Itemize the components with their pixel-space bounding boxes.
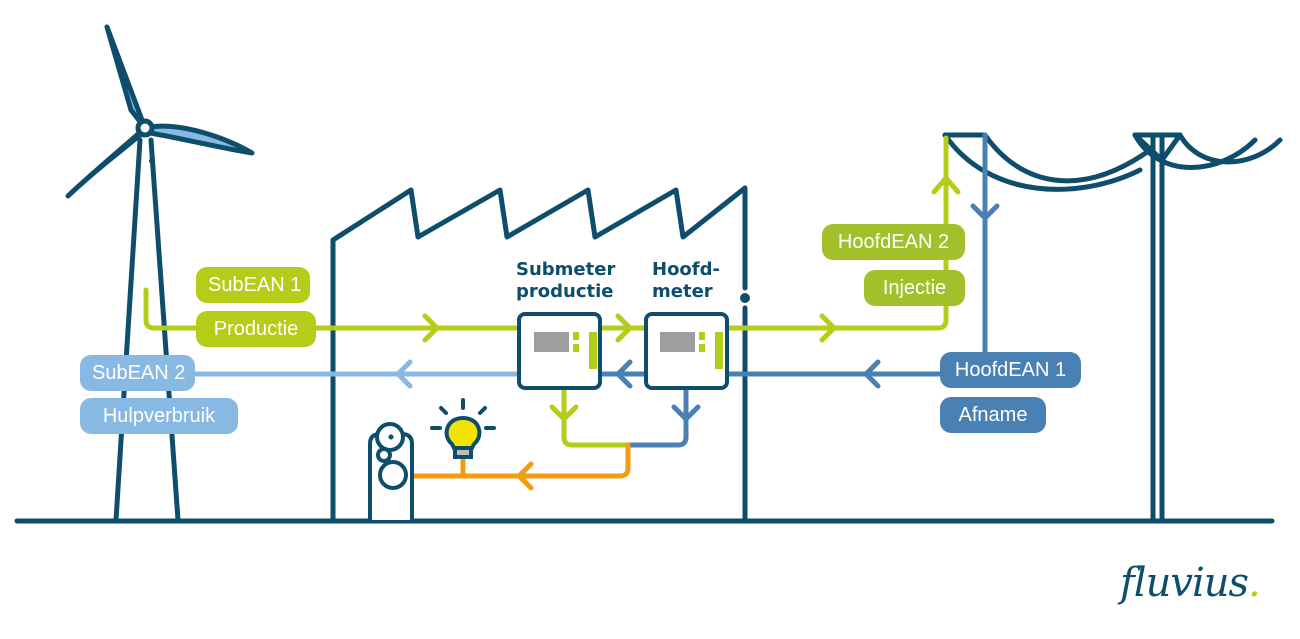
machine-icon <box>368 422 414 522</box>
meter-icon <box>644 312 729 390</box>
subean2-name-label: Hulpverbruik <box>80 398 238 434</box>
hoofdean1-name-label: Afname <box>940 397 1046 433</box>
hoofdmeter-title-line2: meter <box>652 281 713 302</box>
local-consumption-flow <box>409 442 631 491</box>
auxiliary-flow <box>192 359 523 389</box>
light-bulb-icon <box>430 398 496 459</box>
fluvius-logo: fluvius. <box>1120 560 1261 606</box>
meter-icon <box>517 312 602 390</box>
power-pylon-icon <box>942 132 1283 523</box>
subean1-code-label: SubEAN 1 <box>196 267 310 303</box>
offtake-flow <box>597 132 1000 448</box>
submeter-title-line1: Submeter <box>516 259 616 280</box>
hoofdean2-code-label: HoofdEAN 2 <box>822 224 965 260</box>
factory-icon <box>330 185 750 523</box>
hoofdmeter-title-line1: Hoofd- <box>652 259 720 280</box>
submeter-consumption-flow <box>549 385 631 448</box>
production-flow <box>143 135 961 343</box>
hoofdean2-name-label: Injectie <box>864 270 965 306</box>
hoofdmeter-title: Hoofd- meter <box>652 259 720 303</box>
submeter-title-line2: productie <box>516 281 614 302</box>
logo-text: fluvius <box>1120 560 1249 606</box>
subean1-name-label: Productie <box>196 311 316 347</box>
subean2-code-label: SubEAN 2 <box>80 355 195 391</box>
submeter-title: Submeter productie <box>516 259 615 303</box>
logo-dot: . <box>1248 560 1261 606</box>
hoofdean1-code-label: HoofdEAN 1 <box>940 352 1081 388</box>
